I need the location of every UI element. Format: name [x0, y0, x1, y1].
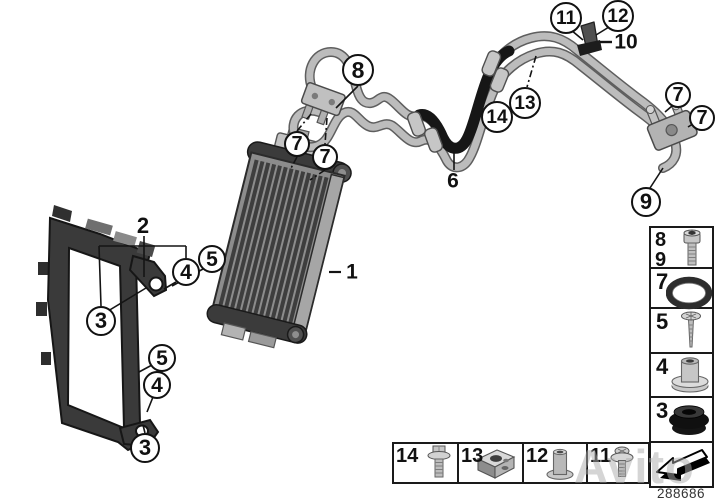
- legend-number-11: 11: [590, 445, 612, 467]
- legend-number-12: 12: [526, 445, 549, 467]
- callout-13: 13: [509, 87, 541, 119]
- legend-grid: [392, 226, 714, 488]
- callout-5: 5: [198, 245, 226, 273]
- legend-number: 9: [655, 249, 667, 271]
- callout-7: 7: [312, 144, 338, 170]
- item-label-10: 10: [614, 30, 638, 54]
- pipe-clamp-8: [300, 81, 346, 126]
- legend-number: 8: [655, 229, 667, 251]
- callout-11: 11: [550, 2, 582, 34]
- callout-7: 7: [689, 105, 715, 131]
- hex-flange-bolt-icon: [427, 445, 451, 478]
- o-ring-icon: [666, 276, 712, 310]
- callout-3: 3: [86, 306, 116, 336]
- holder-bracket-10: [577, 21, 602, 56]
- callout-5: 5: [148, 344, 176, 372]
- callout-7: 7: [665, 82, 691, 108]
- socket-head-bolt-icon: [683, 229, 701, 266]
- rubber-grommet-icon: [669, 405, 709, 435]
- callout-8: 8: [342, 54, 374, 86]
- legend-number-13: 13: [461, 445, 484, 467]
- legend-number-5: 5: [656, 309, 669, 334]
- legend-number-3: 3: [656, 398, 669, 423]
- legend-row-8-9-numbers: 8 9: [655, 229, 677, 270]
- item-label-2: 2: [136, 213, 150, 238]
- callout-9: 9: [631, 187, 661, 217]
- pipe-couplings: [406, 50, 510, 153]
- clamp-nut-icon: [476, 449, 516, 479]
- item-label-1: 1: [346, 260, 358, 284]
- callout-14: 14: [481, 101, 513, 133]
- direction-arrow-icon: [656, 449, 710, 481]
- diagram-part-number: 288686: [656, 486, 706, 501]
- oil-lines-illustration: [288, 21, 698, 173]
- leader-lines: [98, 26, 697, 434]
- legend-number-14: 14: [396, 445, 419, 467]
- screw-with-washer-icon: [610, 446, 634, 477]
- spacer-bushing-icon: [671, 357, 709, 393]
- callout-4: 4: [143, 371, 171, 399]
- legend-number-7: 7: [656, 269, 669, 294]
- item-label-6: 6: [447, 169, 459, 193]
- callout-7: 7: [284, 131, 310, 157]
- countersunk-screw-icon: [681, 311, 701, 348]
- callout-3: 3: [130, 433, 160, 463]
- spacer-sleeve-icon: [546, 448, 574, 480]
- callout-4: 4: [172, 258, 200, 286]
- callout-12: 12: [602, 0, 634, 32]
- legend-number-4: 4: [656, 354, 669, 379]
